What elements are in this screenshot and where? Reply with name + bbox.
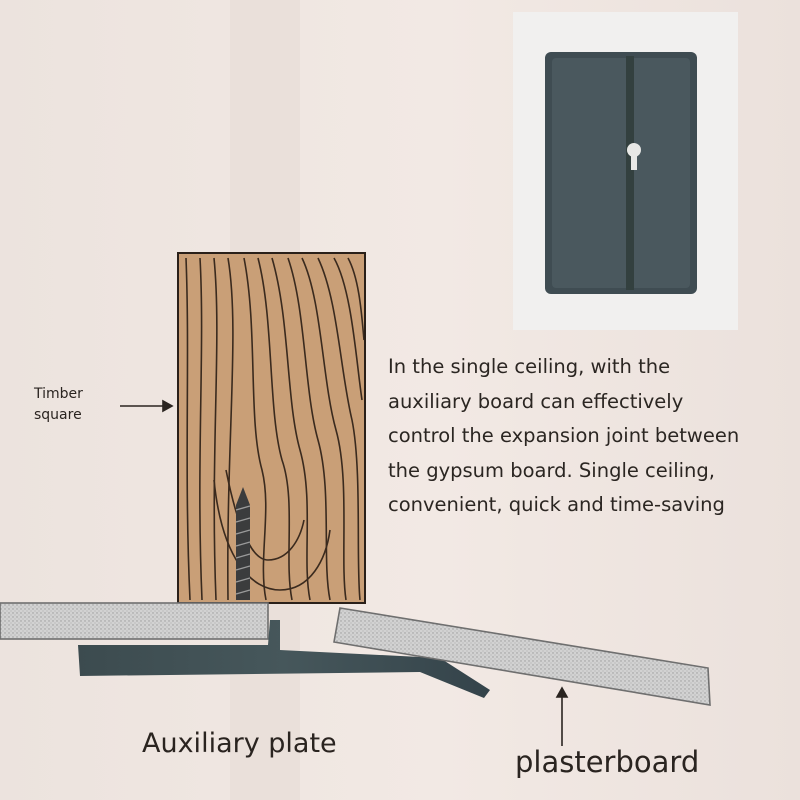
auxiliary-plate-label: Auxiliary plate <box>142 728 337 759</box>
left-gypsum-board <box>0 602 269 640</box>
arrow-up-icon <box>555 686 569 746</box>
inset-groove <box>626 56 634 290</box>
timber-label-line2: square <box>34 407 82 423</box>
description-line: control the expansion joint between <box>388 424 740 447</box>
auxiliary-plate <box>78 620 490 698</box>
wood-grain <box>185 257 365 601</box>
description-text: In the single ceiling, with the auxiliar… <box>388 350 788 523</box>
inset-plate-highlight <box>552 58 690 288</box>
keyhole-icon <box>627 143 641 170</box>
timber-label-line1: Timber <box>34 386 83 402</box>
timber-square-label: Timber square <box>34 384 114 426</box>
description-line: convenient, quick and time-saving <box>388 493 725 516</box>
screw-icon <box>235 487 251 600</box>
arrow-right-icon <box>120 399 174 413</box>
plasterboard-label: plasterboard <box>515 745 700 779</box>
timber-block <box>178 253 365 603</box>
description-line: In the single ceiling, with the <box>388 355 671 378</box>
right-plasterboard <box>333 607 711 706</box>
timber-square <box>177 252 366 604</box>
description-line: auxiliary board can effectively <box>388 389 684 413</box>
product-inset <box>513 12 738 330</box>
description-line: the gypsum board. Single ceiling, <box>388 458 715 482</box>
